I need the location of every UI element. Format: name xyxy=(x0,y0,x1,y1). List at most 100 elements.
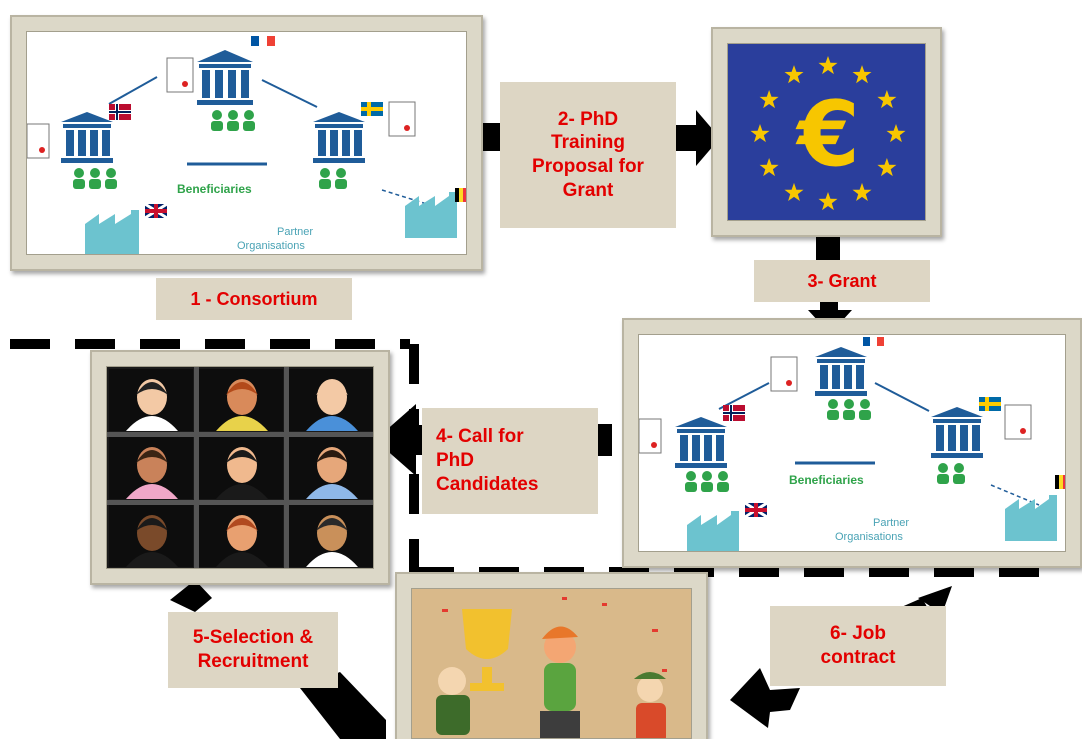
document-icon xyxy=(27,123,50,159)
person-icon xyxy=(211,110,255,131)
document-icon xyxy=(1004,404,1032,440)
star-icon xyxy=(877,90,897,109)
star-icon xyxy=(759,90,779,109)
factory-icon xyxy=(85,210,139,254)
consortium-graphic xyxy=(27,36,466,254)
grid-divider xyxy=(107,500,373,505)
step3-label: 3- Grant xyxy=(754,260,930,302)
flag-icon xyxy=(723,405,745,421)
avatar-grid xyxy=(107,367,373,568)
document-icon xyxy=(639,418,662,454)
person-icon xyxy=(937,463,965,484)
factory-icon xyxy=(1005,495,1057,541)
university-icon xyxy=(931,407,983,458)
arrow-selection-tail xyxy=(170,580,212,612)
university-icon xyxy=(197,50,253,105)
step2-line2: Training xyxy=(551,132,625,154)
grid-divider xyxy=(194,367,199,568)
star-icon xyxy=(877,158,897,177)
document-icon xyxy=(166,57,194,93)
arrow-shaft-call xyxy=(598,424,612,456)
person-icon xyxy=(827,399,871,420)
step2-line3: Proposal for xyxy=(532,156,644,177)
recruitment-frame xyxy=(395,572,708,739)
arrow-head-call xyxy=(375,404,416,476)
star-icon xyxy=(818,56,838,75)
avatar-icon xyxy=(289,505,373,567)
avatar-icon xyxy=(109,505,193,567)
partner-label-right: Partner xyxy=(873,517,910,529)
avatar-icon xyxy=(199,437,283,499)
step6-line2: contract xyxy=(820,647,896,668)
university-icon xyxy=(313,112,365,163)
partner-label: Partner xyxy=(277,226,314,238)
beneficiaries-frame: Beneficiaries Partner Organisations xyxy=(622,318,1082,568)
right-person-icon xyxy=(634,672,666,738)
university-icon xyxy=(675,417,727,468)
university-icon xyxy=(61,112,113,163)
candidates-grid xyxy=(106,366,374,569)
step2-line1: 2- PhD xyxy=(557,108,619,130)
flag-icon xyxy=(109,104,131,120)
arrow-shaft-eu xyxy=(676,125,698,151)
flag-icon xyxy=(744,501,768,519)
grid-divider xyxy=(284,367,289,568)
document-icon xyxy=(770,356,798,392)
flag-icon xyxy=(455,188,466,202)
university-icon xyxy=(815,347,867,396)
star-icon xyxy=(750,124,770,143)
eu-frame: € xyxy=(711,27,942,237)
step5-line1: 5-Selection & xyxy=(192,627,314,649)
person-icon xyxy=(73,168,117,189)
step4-line3: Candidates xyxy=(436,473,539,495)
avatar-icon xyxy=(289,369,373,431)
confetti xyxy=(442,597,667,672)
arrow-shaft-grant-bottom xyxy=(820,300,838,312)
arrow-selection-body xyxy=(300,672,386,739)
step6-label: 6- Job contract xyxy=(770,606,946,686)
step5-label: 5-Selection & Recruitment xyxy=(168,612,338,688)
winner-person-icon xyxy=(540,626,580,738)
grid-divider xyxy=(107,432,373,437)
beneficiaries-label: Beneficiaries xyxy=(177,182,252,196)
avatar-icon xyxy=(109,437,193,499)
factory-icon xyxy=(405,192,457,238)
step5-line2: Recruitment xyxy=(197,651,309,672)
winner-image xyxy=(411,588,692,739)
organisations-label: Organisations xyxy=(237,240,305,252)
arrow-head-eu xyxy=(696,110,720,166)
avatar-icon xyxy=(289,437,373,499)
avatar-icon xyxy=(109,369,193,431)
eu-flag: € xyxy=(727,43,926,221)
flag-icon xyxy=(361,102,383,116)
trophy-icon xyxy=(462,609,512,691)
left-person-icon xyxy=(436,667,470,735)
step2-label: 2- PhD Training Proposal for Grant xyxy=(500,82,676,228)
trophy-scene xyxy=(412,589,691,738)
person-icon xyxy=(685,471,729,492)
step4-line1: 4- Call for xyxy=(436,426,524,448)
step4-label: 4- Call for PhD Candidates xyxy=(422,408,598,514)
arrow-contract-left xyxy=(730,668,800,728)
step1-label: 1 - Consortium xyxy=(156,278,352,320)
flag-icon xyxy=(979,397,1001,411)
flag-icon xyxy=(144,202,168,220)
star-icon xyxy=(759,158,779,177)
flag-icon xyxy=(251,36,275,46)
star-icon xyxy=(784,65,804,84)
star-icon xyxy=(852,182,872,201)
flag-icon xyxy=(863,337,884,346)
organisations-label-right: Organisations xyxy=(835,531,903,543)
consortium-image: Beneficiaries Partner Organisations xyxy=(26,31,467,255)
eu-star-ring xyxy=(750,56,906,211)
flag-icon xyxy=(1055,475,1065,489)
document-icon xyxy=(388,101,416,137)
step4-line2: PhD xyxy=(436,450,474,472)
star-icon xyxy=(818,192,838,211)
euro-icon: € xyxy=(797,81,860,187)
person-icon xyxy=(319,168,347,189)
avatar-icon xyxy=(199,369,283,431)
consortium-frame: Beneficiaries Partner Organisations xyxy=(10,15,483,271)
star-icon xyxy=(852,65,872,84)
